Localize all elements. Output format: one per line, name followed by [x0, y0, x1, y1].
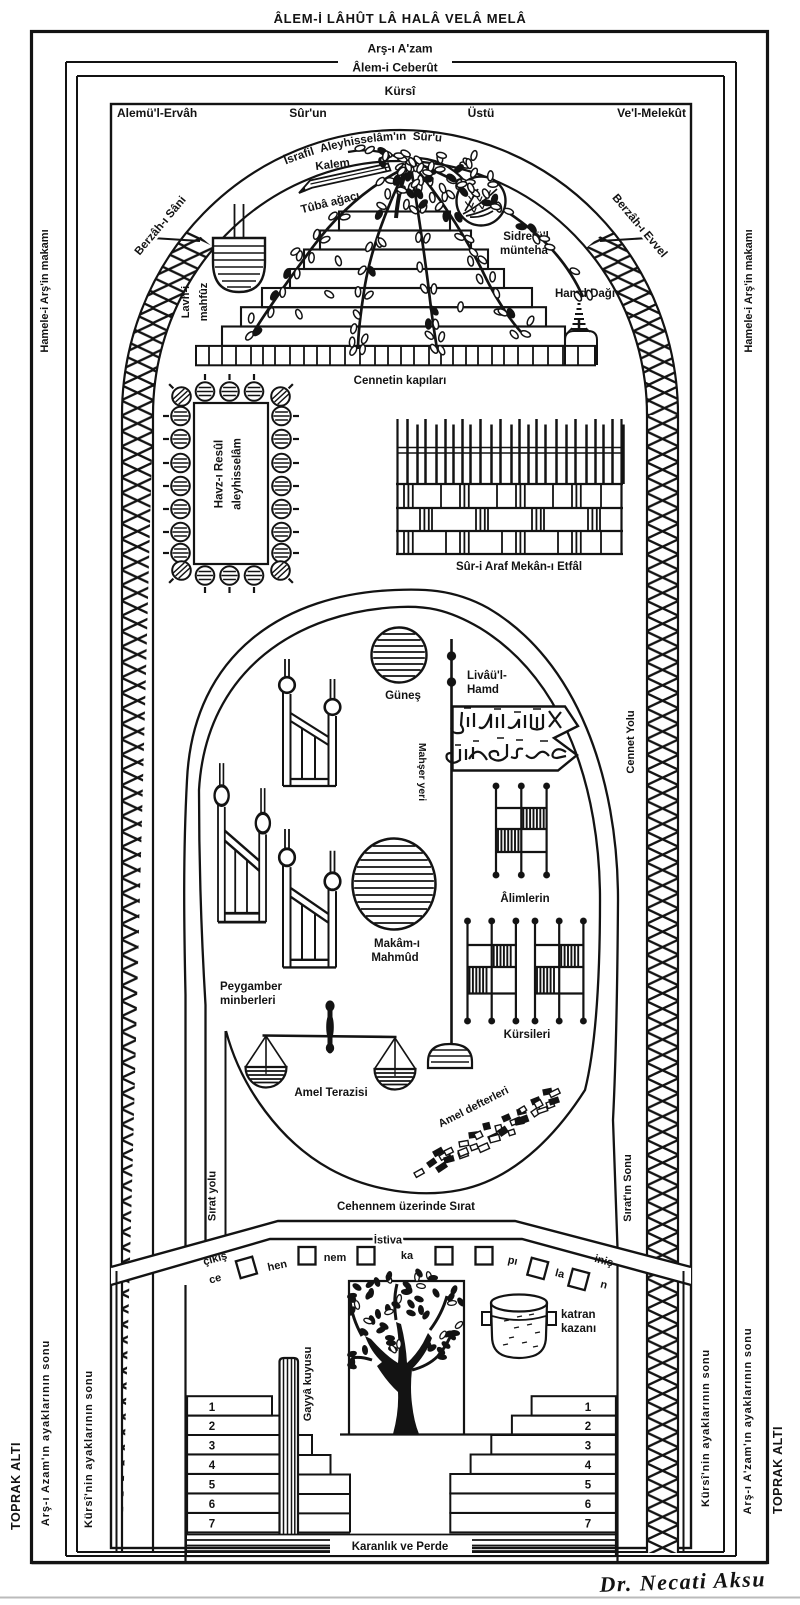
svg-text:Kürsî'nin ayaklarının sonu: Kürsî'nin ayaklarının sonu — [700, 1349, 712, 1507]
svg-text:Kürsileri: Kürsileri — [504, 1029, 551, 1041]
svg-text:Havz-ı Resûl: Havz-ı Resûl — [214, 440, 226, 508]
svg-text:6: 6 — [209, 1499, 215, 1511]
svg-text:İstiva: İstiva — [374, 1234, 403, 1247]
svg-text:katran: katran — [561, 1309, 596, 1321]
svg-text:Sırat yolu: Sırat yolu — [207, 1171, 219, 1221]
svg-text:Âlem-i Ceberût: Âlem-i Ceberût — [352, 60, 437, 75]
svg-text:Cehennem üzerinde Sırat: Cehennem üzerinde Sırat — [337, 1201, 475, 1213]
svg-text:Amel Terazisi: Amel Terazisi — [294, 1087, 367, 1099]
svg-text:3: 3 — [209, 1441, 215, 1453]
svg-text:Kürsî'nin ayaklarının sonu: Kürsî'nin ayaklarının sonu — [83, 1370, 95, 1528]
svg-text:kazanı: kazanı — [561, 1323, 596, 1335]
svg-text:pı: pı — [507, 1254, 519, 1268]
svg-text:Makâm-ı: Makâm-ı — [374, 938, 420, 950]
svg-text:Karanlık ve Perde: Karanlık ve Perde — [352, 1541, 449, 1553]
svg-text:ce: ce — [208, 1272, 223, 1287]
svg-text:Lavh-i: Lavh-i — [180, 286, 192, 318]
svg-text:ÂLEM-İ LÂHÛT LÂ HALÂ VELÂ MELÂ: ÂLEM-İ LÂHÛT LÂ HALÂ VELÂ MELÂ — [274, 11, 527, 26]
svg-text:Dr. Necati Aksu: Dr. Necati Aksu — [598, 1566, 766, 1597]
svg-text:mahfûz: mahfûz — [198, 282, 210, 321]
svg-text:ka: ka — [401, 1250, 414, 1262]
svg-text:Peygamber: Peygamber — [220, 981, 283, 993]
svg-text:Cennetin kapıları: Cennetin kapıları — [354, 375, 447, 387]
svg-text:2: 2 — [209, 1421, 215, 1433]
svg-text:Hamele-i Arş'in makamı: Hamele-i Arş'in makamı — [39, 229, 51, 352]
svg-text:Mahşer yeri: Mahşer yeri — [416, 743, 428, 801]
svg-text:aleyhisselâm: aleyhisselâm — [232, 438, 244, 510]
svg-text:Âlimlerin: Âlimlerin — [500, 892, 549, 905]
svg-text:Üstü: Üstü — [468, 105, 495, 120]
svg-text:Sırat'ın Sonu: Sırat'ın Sonu — [622, 1154, 634, 1221]
svg-text:nem: nem — [324, 1252, 347, 1264]
svg-text:5: 5 — [585, 1480, 592, 1492]
svg-text:Arş-ı Azam'ın ayaklarının sonu: Arş-ı Azam'ın ayaklarının sonu — [40, 1340, 52, 1526]
svg-text:5: 5 — [209, 1480, 216, 1492]
svg-text:n: n — [599, 1278, 609, 1291]
svg-text:Kürsî: Kürsî — [385, 84, 416, 98]
svg-text:Livâü'l-: Livâü'l- — [467, 670, 507, 682]
svg-text:TOPRAK ALTI: TOPRAK ALTI — [9, 1442, 23, 1530]
svg-text:Mahmûd: Mahmûd — [371, 952, 418, 964]
svg-text:Arş-ı A'zam: Arş-ı A'zam — [367, 42, 432, 56]
svg-text:Arş-ı A'zam'ın ayaklarının son: Arş-ı A'zam'ın ayaklarının sonu — [742, 1328, 754, 1515]
svg-text:hen: hen — [267, 1258, 289, 1274]
svg-text:münteha: münteha — [500, 245, 549, 257]
svg-text:Hamd Dağı: Hamd Dağı — [555, 288, 615, 300]
svg-text:Sûr'un: Sûr'un — [289, 106, 327, 120]
svg-text:Hamele-i Arş'in makamı: Hamele-i Arş'in makamı — [743, 229, 755, 352]
svg-text:Cennet Yolu: Cennet Yolu — [625, 710, 637, 773]
svg-text:Sûr-i Araf Mekân-ı Etfâl: Sûr-i Araf Mekân-ı Etfâl — [456, 561, 582, 573]
svg-text:4: 4 — [209, 1460, 216, 1472]
svg-text:İstiva: İstiva — [374, 1234, 403, 1247]
svg-text:iniş: iniş — [593, 1253, 614, 1269]
svg-text:Gayyâ kuyusu: Gayyâ kuyusu — [302, 1347, 314, 1422]
svg-text:la: la — [554, 1267, 567, 1281]
svg-text:7: 7 — [585, 1519, 591, 1531]
svg-text:Cehennem üzerinde Sırat: Cehennem üzerinde Sırat — [337, 1201, 475, 1213]
svg-text:1: 1 — [585, 1402, 592, 1414]
svg-text:3: 3 — [585, 1441, 591, 1453]
svg-text:1: 1 — [209, 1402, 216, 1414]
svg-text:4: 4 — [585, 1460, 592, 1472]
svg-text:Kalem: Kalem — [315, 157, 351, 173]
svg-text:Alemü'l-Ervâh: Alemü'l-Ervâh — [117, 106, 197, 120]
svg-text:7: 7 — [209, 1519, 215, 1531]
svg-text:TOPRAK ALTI: TOPRAK ALTI — [771, 1426, 785, 1514]
svg-text:2: 2 — [585, 1421, 591, 1433]
svg-text:6: 6 — [585, 1499, 591, 1511]
svg-text:Hamd: Hamd — [467, 684, 499, 696]
svg-text:Güneş: Güneş — [385, 690, 421, 702]
svg-text:minberleri: minberleri — [220, 995, 276, 1007]
svg-text:Ve'l-Melekût: Ve'l-Melekût — [617, 106, 686, 120]
